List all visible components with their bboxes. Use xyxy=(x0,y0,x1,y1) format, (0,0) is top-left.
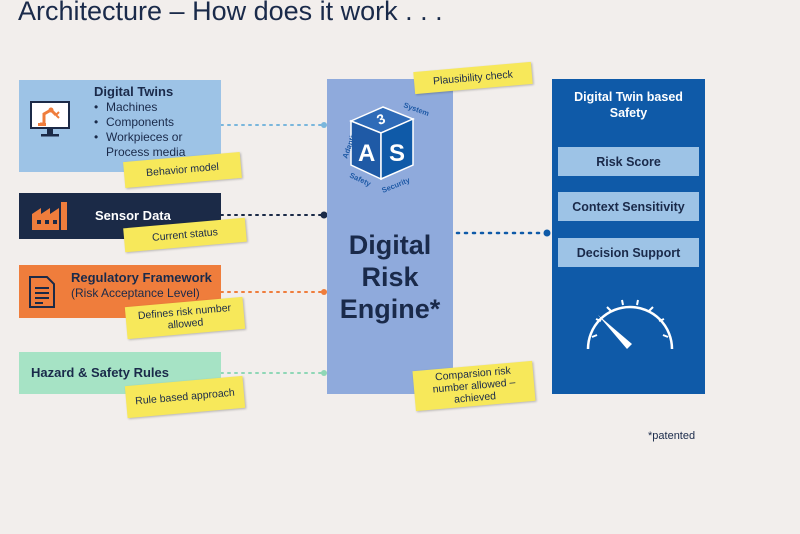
digital-twins-list: Machines Components Workpieces or Proces… xyxy=(94,100,185,160)
regulatory-framework-title: Regulatory Framework xyxy=(71,270,212,285)
gauge-icon xyxy=(586,299,674,350)
engine-label-line: Risk xyxy=(361,262,419,292)
digital-twins-title: Digital Twins xyxy=(94,84,174,99)
list-item: Workpieces or xyxy=(94,130,185,145)
cube-word-system: System xyxy=(402,100,430,118)
engine-label-line: Engine* xyxy=(339,294,441,324)
cube-right-letter: S xyxy=(389,140,405,167)
list-item: Components xyxy=(94,115,185,130)
cube-word-security: Security xyxy=(380,175,412,195)
hazard-safety-rules-title: Hazard & Safety Rules xyxy=(31,365,169,380)
sensor-data-title: Sensor Data xyxy=(95,208,171,223)
list-item: Process media xyxy=(106,145,186,159)
risk-score-pill: Risk Score xyxy=(558,147,699,176)
decision-support-pill: Decision Support xyxy=(558,238,699,267)
digital-risk-engine-box: 3 A S System Adaptive Safety Security Di… xyxy=(327,79,453,394)
page-title: Architecture – How does it work . . . xyxy=(18,0,443,26)
digital-twins-box: Digital Twins Machines Components Workpi… xyxy=(19,80,221,172)
factory-icon xyxy=(32,202,67,230)
monitor-robot-arm-icon xyxy=(30,101,70,137)
safety-title: Digital Twin based Safety xyxy=(574,90,683,120)
engine-label-line: Digital xyxy=(348,230,432,260)
engine-label: Digital Risk Engine* xyxy=(327,229,453,325)
cube-logo-icon: 3 A S System Adaptive Safety Security xyxy=(341,100,431,195)
regulatory-framework-subtitle: (Risk Acceptance Level) xyxy=(71,286,200,300)
document-icon xyxy=(29,276,55,308)
digital-twin-safety-box: Digital Twin based Safety Risk Score Con… xyxy=(552,79,705,394)
list-item: Machines xyxy=(94,100,185,115)
cube-left-letter: A xyxy=(358,140,375,167)
patented-footnote: *patented xyxy=(648,430,696,442)
context-sensitivity-pill: Context Sensitivity xyxy=(558,192,699,221)
regulatory-framework-box: Regulatory Framework (Risk Acceptance Le… xyxy=(19,265,221,318)
